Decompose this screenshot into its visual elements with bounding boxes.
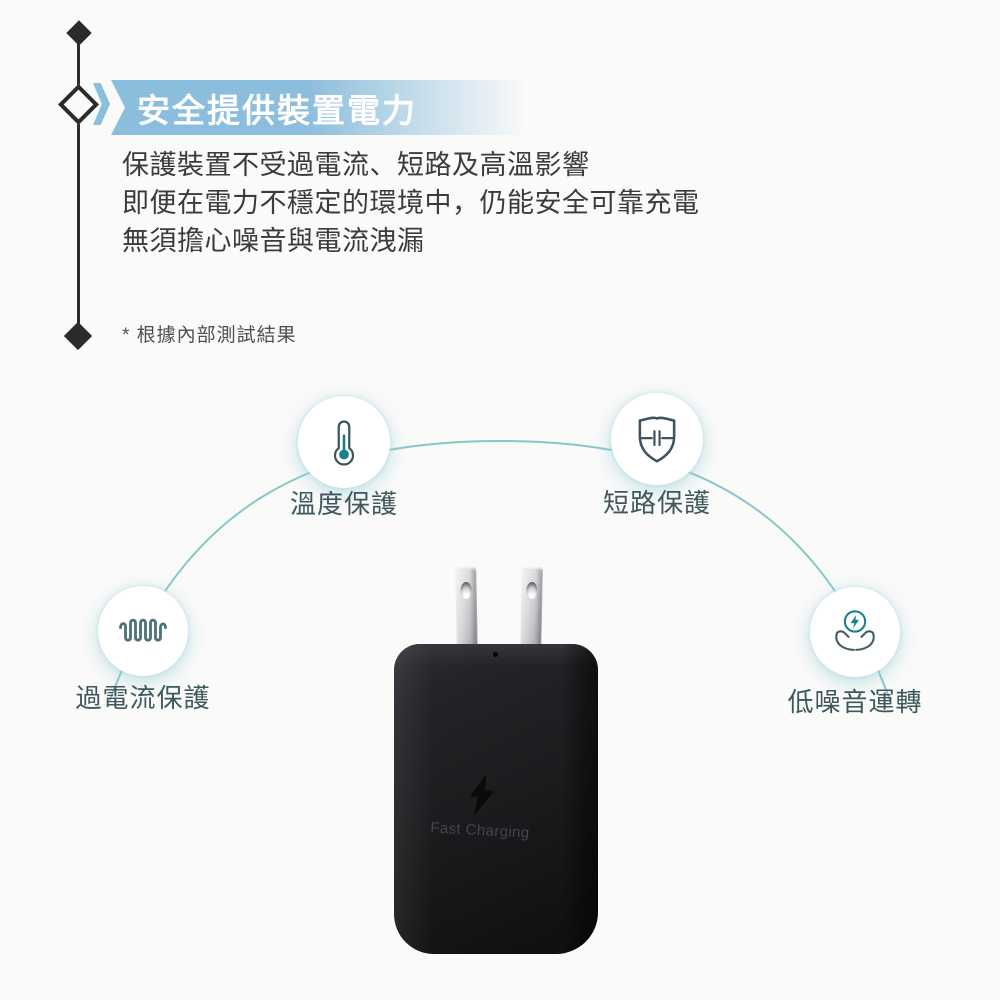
plug-prong-left — [455, 566, 478, 654]
plug-prong-right — [520, 566, 543, 654]
lightning-bolt-icon — [469, 774, 495, 816]
current-wave-icon — [119, 618, 167, 642]
feature-label-temperature: 溫度保護 — [289, 489, 398, 519]
thermometer-icon — [333, 419, 355, 465]
feature-label-short-circuit: 短路保護 — [602, 488, 711, 518]
feature-circle-low-noise — [810, 587, 900, 677]
description-block: 保護裝置不受過電流、短路及高溫影響 即便在電力不穩定的環境中，仍能安全可靠充電 … — [122, 146, 700, 260]
fast-charging-print: Fast Charging — [429, 819, 531, 842]
footnote: * 根據內部測試結果 — [122, 325, 297, 346]
charger-top-dot — [493, 652, 498, 657]
feature-circle-overcurrent — [98, 586, 188, 676]
timeline-line — [77, 30, 80, 338]
feature-label-low-noise: 低噪音運轉 — [787, 687, 923, 717]
prong-hole — [460, 581, 472, 600]
prong-hole — [526, 581, 538, 600]
description-line: 保護裝置不受過電流、短路及高溫影響 — [122, 150, 590, 180]
description-line: 即便在電力不穩定的環境中，仍能安全可靠充電 — [122, 188, 700, 218]
page-title: 安全提供裝置電力 — [137, 91, 417, 129]
feature-circle-temperature — [298, 396, 390, 488]
hands-energy-icon — [835, 610, 875, 651]
feature-label-overcurrent: 過電流保護 — [75, 683, 211, 713]
shield-capacitor-icon — [638, 416, 676, 463]
charger-body: Fast Charging — [394, 644, 598, 954]
description-line: 無須擔心噪音與電流洩漏 — [122, 226, 425, 256]
charger-side-face — [562, 644, 598, 954]
feature-circle-short-circuit — [611, 393, 703, 485]
title-banner: 安全提供裝置電力 — [111, 80, 573, 135]
